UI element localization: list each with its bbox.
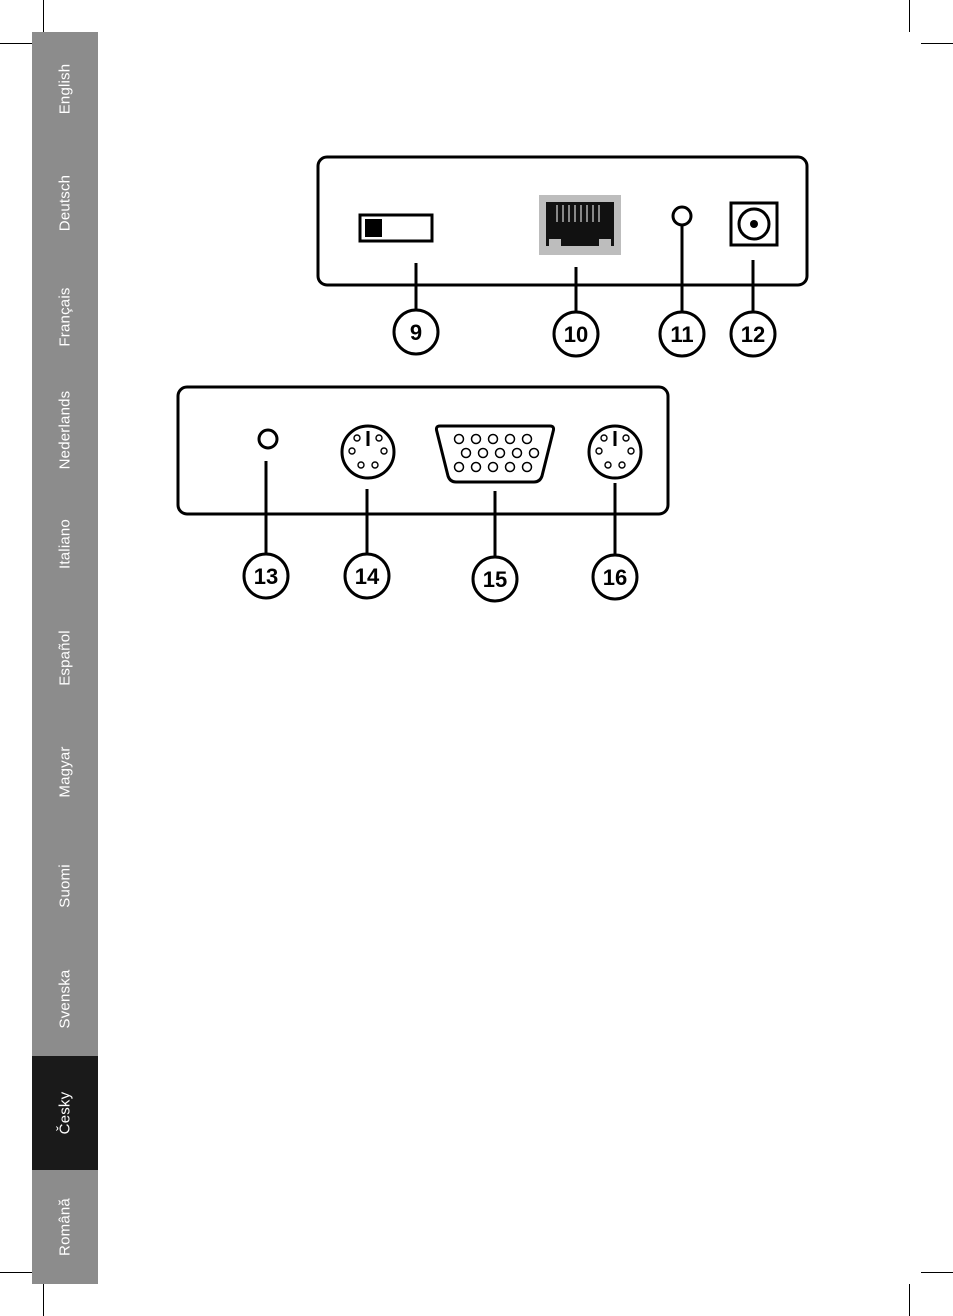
- callout-13: 13: [254, 564, 278, 589]
- ps2-port-icon: [342, 426, 394, 478]
- slide-switch-icon: [360, 215, 432, 241]
- callout-12: 12: [741, 322, 765, 347]
- led-indicator-icon: [673, 207, 691, 225]
- callout-11: 11: [670, 322, 693, 347]
- leader-lines: [266, 226, 753, 556]
- led-indicator-icon: [259, 430, 277, 448]
- rj45-port-icon: [539, 195, 621, 255]
- callout-16: 16: [603, 565, 627, 590]
- dc-power-jack-icon: [731, 203, 777, 245]
- callout-9: 9: [410, 320, 422, 345]
- vga-port-icon: [436, 426, 553, 482]
- ps2-port-icon: [589, 426, 641, 478]
- callout-10: 10: [564, 322, 588, 347]
- callout-15: 15: [483, 567, 507, 592]
- callout-14: 14: [355, 564, 380, 589]
